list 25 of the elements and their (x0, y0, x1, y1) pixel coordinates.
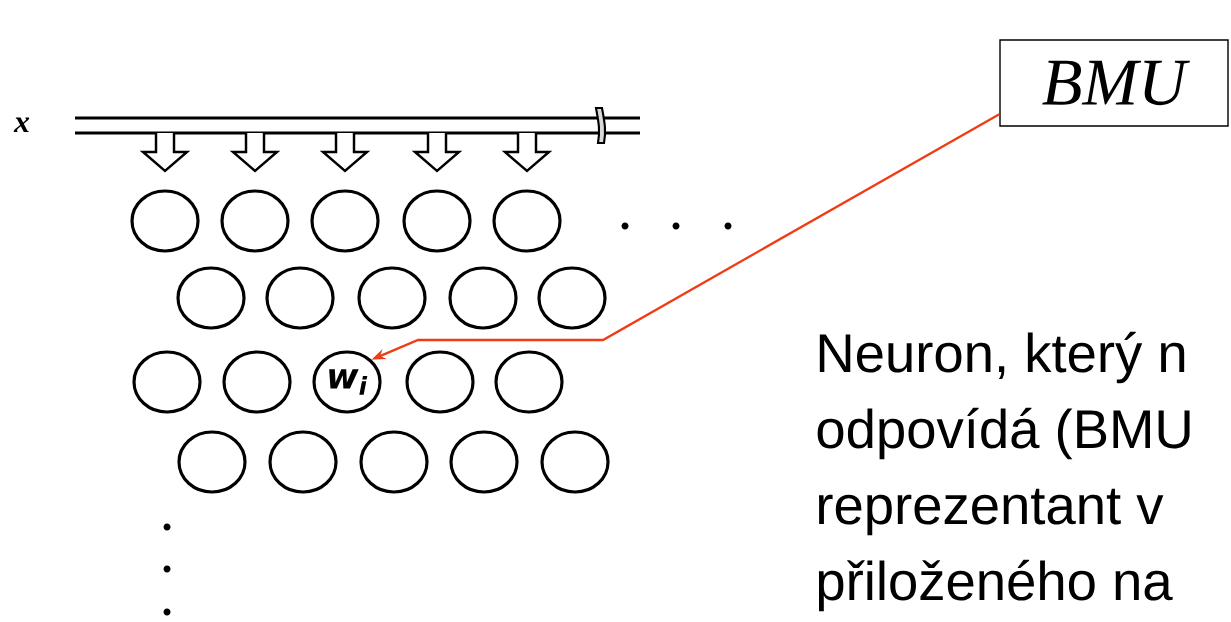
neuron-circle (177, 430, 247, 494)
neuron-circle (132, 350, 202, 414)
description-line: Neuron, který n (819, 331, 1185, 384)
input-label: x (13, 117, 30, 132)
neuron-circle (130, 189, 200, 253)
neuron-circle (359, 430, 429, 494)
neuron-circle (540, 430, 610, 494)
neuron-circle (492, 189, 562, 253)
neuron-circle (494, 350, 564, 414)
neuron-circle (449, 430, 519, 494)
neuron-circle (176, 266, 246, 330)
description-line: přiloženého na (818, 559, 1173, 612)
neuron-circle (402, 189, 472, 253)
label-box: BMU (999, 39, 1229, 127)
neuron-circle (537, 266, 607, 330)
description-line: odpovídá (BMU (817, 407, 1190, 460)
neuron-circle (220, 189, 290, 253)
neuron-circle (357, 266, 427, 330)
description-line: reprezentant v (818, 488, 1164, 536)
neuron-circle (268, 430, 338, 494)
neuron-circle (405, 350, 475, 414)
neuron-circle (222, 350, 292, 414)
neuron-circle (310, 189, 380, 253)
neuron-circle (448, 266, 518, 330)
neuron-circle (265, 266, 335, 330)
